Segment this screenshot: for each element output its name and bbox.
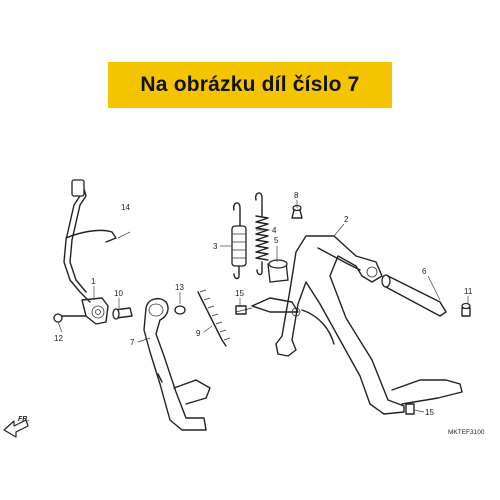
pivot-bolt-10-part bbox=[112, 307, 133, 320]
side-stand-part bbox=[143, 297, 211, 431]
pivot-shaft-6-part bbox=[381, 274, 447, 317]
side-stand-switch-part bbox=[59, 179, 109, 325]
callout-15-lower: 15 bbox=[425, 408, 434, 417]
callout-2: 2 bbox=[344, 215, 349, 224]
direction-label: FR. bbox=[18, 416, 29, 423]
main-stand-part bbox=[235, 235, 463, 415]
spring-9-part bbox=[197, 289, 231, 347]
callout-3: 3 bbox=[213, 242, 218, 251]
callout-13: 13 bbox=[175, 283, 184, 292]
cable-clamp-part bbox=[65, 229, 117, 243]
title-banner: Na obrázku díl číslo 7 bbox=[108, 62, 392, 108]
bolt-15-upper-part bbox=[235, 305, 247, 315]
callout-11: 11 bbox=[464, 287, 473, 296]
leader-lines bbox=[57, 200, 469, 413]
callout-14: 14 bbox=[121, 203, 130, 212]
callout-8: 8 bbox=[294, 191, 299, 200]
front-direction-arrow-icon: FR. bbox=[3, 416, 29, 438]
callout-12: 12 bbox=[54, 334, 63, 343]
callout-5: 5 bbox=[274, 236, 279, 245]
callout-15-upper: 15 bbox=[235, 289, 244, 298]
callout-4: 4 bbox=[272, 226, 277, 235]
spring-4-part bbox=[254, 192, 269, 276]
spring-3-part bbox=[231, 202, 247, 280]
callout-6: 6 bbox=[422, 267, 427, 276]
bolt-15-lower-part bbox=[405, 403, 415, 415]
bolt-11-part bbox=[461, 302, 471, 317]
callout-7: 7 bbox=[130, 338, 135, 347]
callout-9: 9 bbox=[196, 329, 201, 338]
diagram-code: MKTEF3100 bbox=[448, 429, 485, 436]
bolt-12-part bbox=[53, 313, 63, 323]
callout-1: 1 bbox=[91, 277, 96, 286]
collar-5-part bbox=[267, 259, 289, 283]
callout-10: 10 bbox=[114, 289, 123, 298]
collar-13-part bbox=[174, 305, 186, 315]
banner-text: Na obrázku díl číslo 7 bbox=[140, 73, 360, 96]
